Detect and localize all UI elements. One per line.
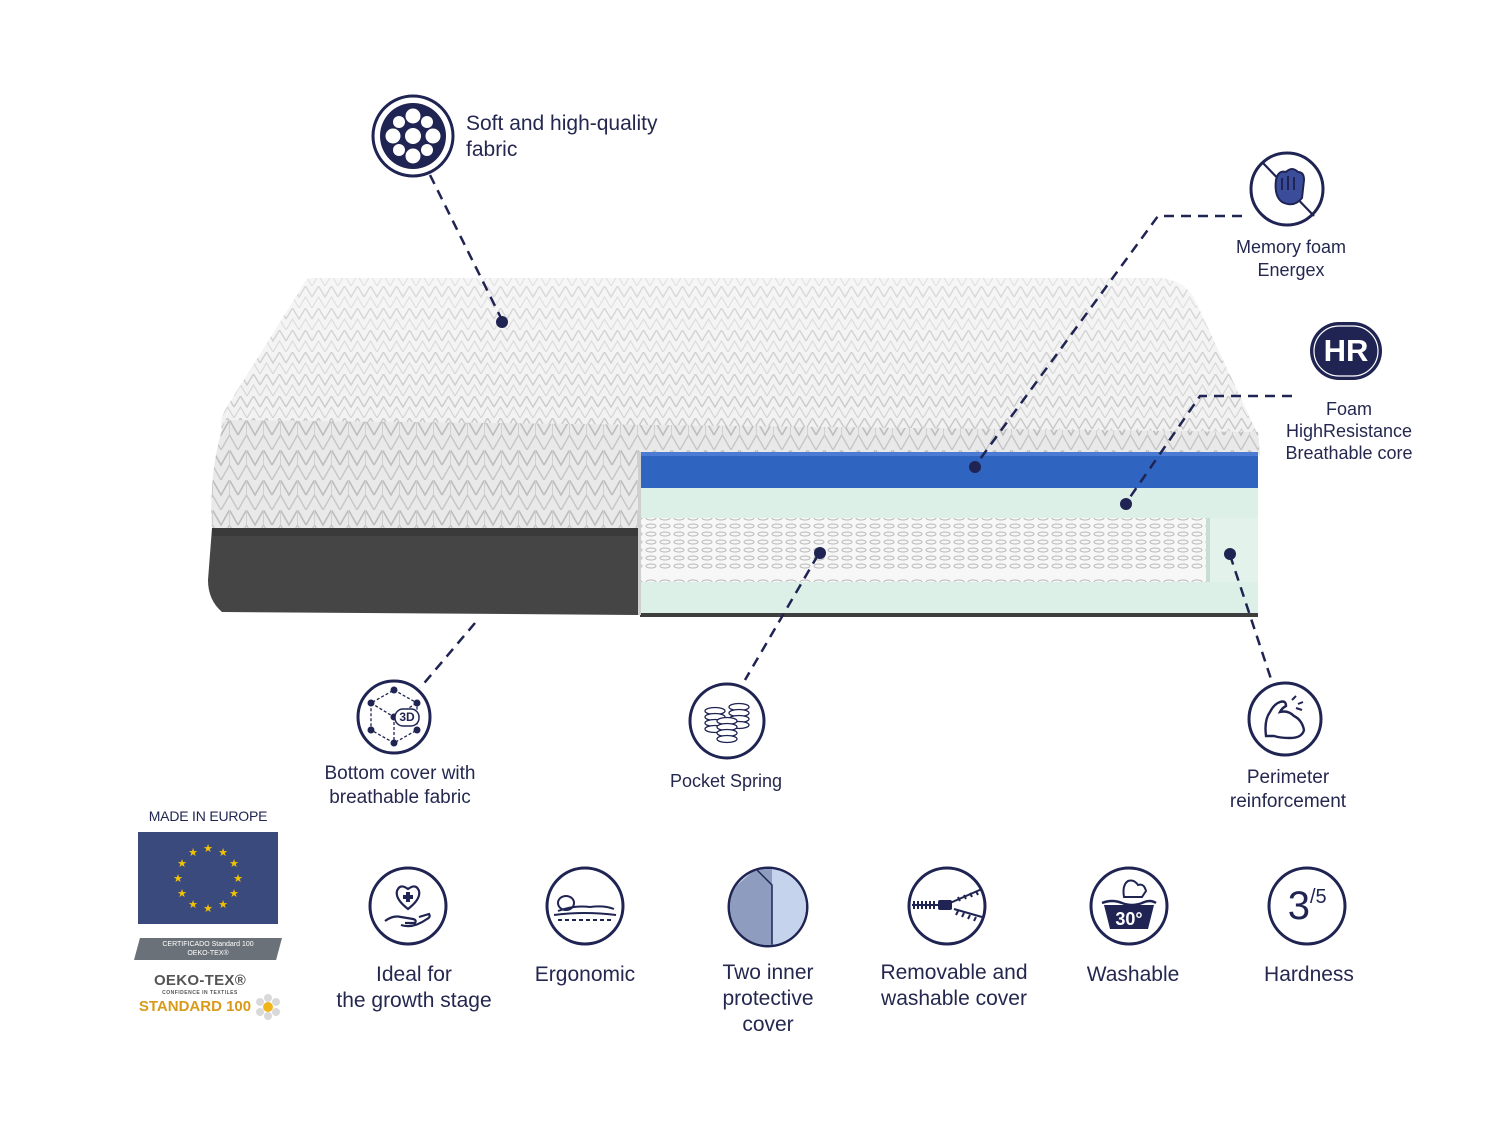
- hand-press-icon: [1248, 150, 1326, 228]
- pocket-spring-callout-label: Pocket Spring: [650, 770, 802, 793]
- feature-ergonomic-label: Ergonomic: [505, 962, 665, 988]
- fabric-pattern-icon: [371, 94, 455, 178]
- hr-foam-line2: HighResistance: [1285, 421, 1413, 441]
- pocket-spring-marker-dot: [814, 547, 826, 559]
- wash-temperature-text: 30°: [1115, 909, 1143, 929]
- fabric-line2: fabric: [466, 138, 518, 161]
- feature-growth-line2: the growth stage: [336, 989, 492, 1012]
- svg-text:★: ★: [229, 887, 239, 900]
- memory-foam-marker-dot: [969, 461, 981, 473]
- feature-washable-label: Washable: [1060, 962, 1206, 988]
- fabric-line1: Soft and high-quality: [466, 112, 658, 135]
- svg-text:★: ★: [188, 898, 198, 911]
- svg-text:★: ★: [203, 902, 213, 915]
- feature-inner-cover-label: Two inner protective cover: [688, 960, 848, 1038]
- feature-hardness-line1: Hardness: [1264, 963, 1354, 986]
- svg-text:★: ★: [218, 846, 228, 859]
- strong-arm-icon: [1246, 680, 1324, 758]
- feature-inner-cover-line2: protective: [722, 987, 814, 1010]
- feature-inner-cover-line3: cover: [742, 1013, 794, 1036]
- feature-hardness-label: Hardness: [1236, 962, 1382, 988]
- feature-removable-line2: washable cover: [881, 987, 1027, 1010]
- memory-foam-line2: Energex: [1257, 260, 1325, 280]
- svg-text:★: ★: [177, 887, 187, 900]
- oeko-tex-name: OEKO-TEX®: [153, 972, 247, 989]
- hardness-rating-icon: 3 /5: [1266, 865, 1348, 947]
- feature-growth-line1: Ideal for: [376, 963, 452, 986]
- heart-hand-icon: [367, 865, 449, 947]
- perimeter-line2: reinforcement: [1229, 791, 1347, 812]
- oeko-band-line1: CERTIFICADO Standard 100: [162, 941, 254, 948]
- oeko-tex-tagline: CONFIDENCE IN TEXTILES: [162, 990, 238, 996]
- oeko-flower-icon: [254, 993, 282, 1021]
- fabric-callout-label: Soft and high-quality fabric: [466, 111, 657, 163]
- memory-foam-callout-label: Memory foam Energex: [1210, 236, 1372, 282]
- sleeping-person-icon: [544, 865, 626, 947]
- made-in-europe-label: MADE IN EUROPE: [148, 808, 268, 824]
- hardness-scale-text: /5: [1310, 886, 1327, 908]
- bottom-cover-line2: breathable fabric: [329, 787, 471, 808]
- pocket-spring-line1: Pocket Spring: [669, 771, 783, 791]
- hr-badge-text: HR: [1323, 333, 1369, 368]
- feature-growth-label: Ideal for the growth stage: [318, 962, 510, 1014]
- svg-text:★: ★: [203, 842, 213, 855]
- 3d-badge-text: 3D: [399, 710, 415, 724]
- wash-tub-icon: 30°: [1088, 865, 1170, 947]
- springs-icon: [687, 681, 767, 761]
- svg-text:★: ★: [188, 846, 198, 859]
- feature-inner-cover-line1: Two inner: [722, 961, 814, 984]
- perimeter-callout-label: Perimeter reinforcement: [1204, 766, 1372, 814]
- oeko-standard-label: STANDARD 100: [138, 998, 252, 1015]
- bottom-cover-line1: Bottom cover with: [324, 763, 476, 784]
- hr-foam-marker-dot: [1120, 498, 1132, 510]
- hr-foam-line1: Foam: [1325, 399, 1372, 419]
- zipper-icon: [906, 865, 988, 947]
- oeko-certificate-band: CERTIFICADO Standard 100 OEKO-TEX®: [134, 938, 282, 960]
- svg-text:★: ★: [218, 898, 228, 911]
- layers-icon: [726, 865, 810, 949]
- eu-flag-icon: ★★★ ★★★ ★★★ ★★★: [138, 832, 278, 924]
- bottom-cover-callout-label: Bottom cover with breathable fabric: [300, 762, 500, 810]
- perimeter-line1: Perimeter: [1246, 767, 1330, 788]
- hr-badge-icon: HR: [1309, 321, 1383, 381]
- svg-text:★: ★: [177, 857, 187, 870]
- 3d-mesh-icon: 3D: [355, 678, 433, 756]
- feature-removable-label: Removable and washable cover: [862, 960, 1046, 1012]
- svg-text:★: ★: [173, 872, 183, 885]
- feature-removable-line1: Removable and: [880, 961, 1028, 984]
- fabric-marker-dot: [496, 316, 508, 328]
- svg-text:★: ★: [229, 857, 239, 870]
- feature-washable-line1: Washable: [1086, 963, 1180, 986]
- memory-foam-line1: Memory foam: [1235, 237, 1347, 257]
- hardness-value-text: 3: [1287, 884, 1310, 928]
- oeko-band-line2: OEKO-TEX®: [187, 950, 229, 957]
- hr-foam-callout-label: Foam HighResistance Breathable core: [1266, 398, 1432, 464]
- hr-foam-line3: Breathable core: [1285, 443, 1413, 463]
- svg-text:★: ★: [233, 872, 243, 885]
- perimeter-marker-dot: [1224, 548, 1236, 560]
- feature-ergonomic-line1: Ergonomic: [534, 963, 636, 986]
